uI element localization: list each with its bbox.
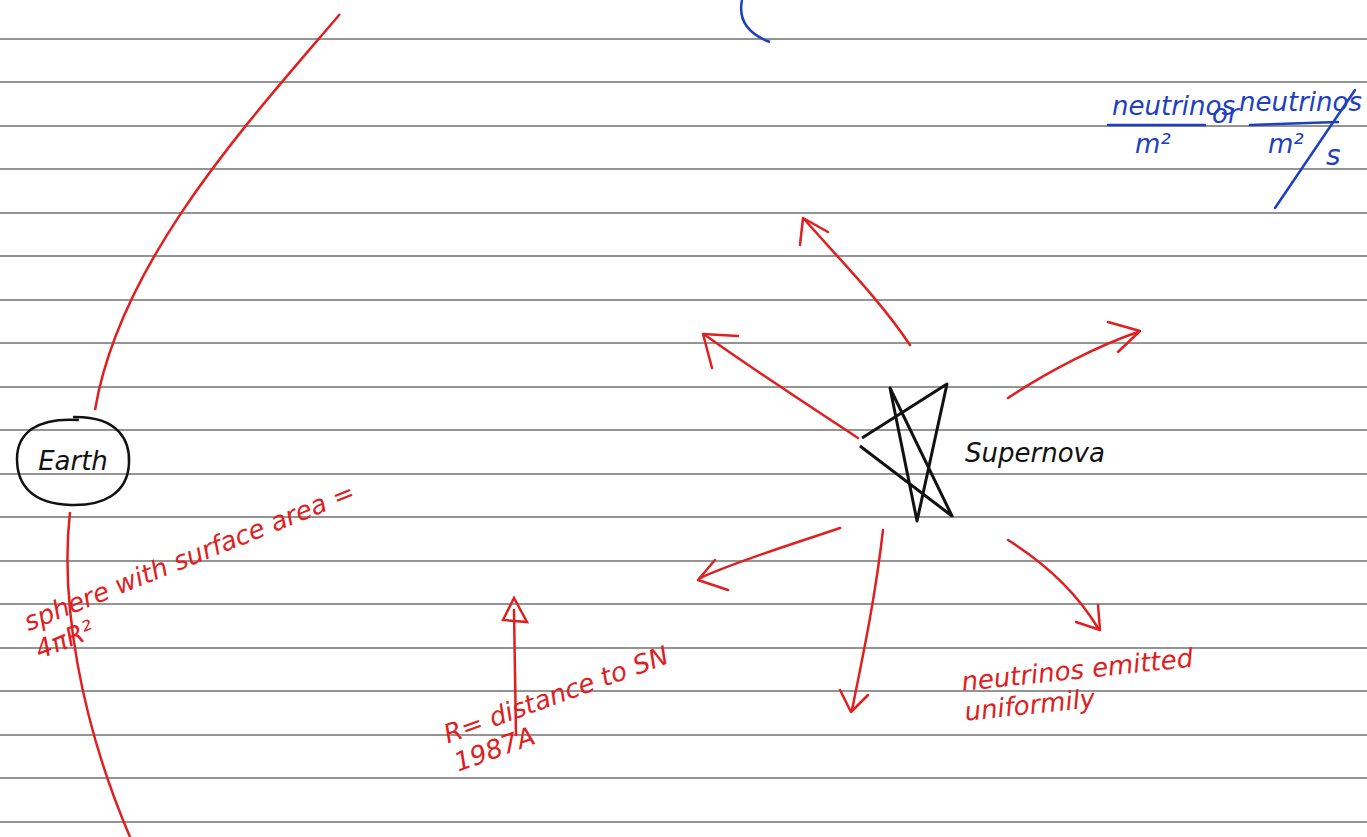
unit-denominator: m² (1135, 130, 1171, 160)
bracket-curve (741, 0, 770, 42)
sphere-arc (68, 512, 131, 837)
sphere-note: sphere with surface area = 4πR² (20, 475, 376, 665)
unit-denominator: m² (1268, 130, 1304, 160)
ruled-lines (0, 39, 1367, 822)
sphere-arc (95, 14, 340, 410)
unit-numerator: neutrinos (1239, 88, 1362, 118)
earth-outline (17, 417, 129, 505)
supernova-star: Supernova (852, 376, 1109, 526)
star-lines (860, 384, 952, 521)
node-heading: Supernova (965, 438, 1105, 468)
supernova-star (852, 376, 957, 526)
neutrino-arrows (698, 218, 1140, 712)
unit-word: or (1212, 100, 1239, 130)
node-label: Earth (38, 446, 108, 476)
earth-circle: Earth (14, 414, 132, 508)
emission-note: neutrinos emitted uniformily (960, 642, 1215, 728)
distance-note: R= distance to SN 1987A (440, 636, 695, 778)
unit-per-second: s (1326, 140, 1341, 172)
